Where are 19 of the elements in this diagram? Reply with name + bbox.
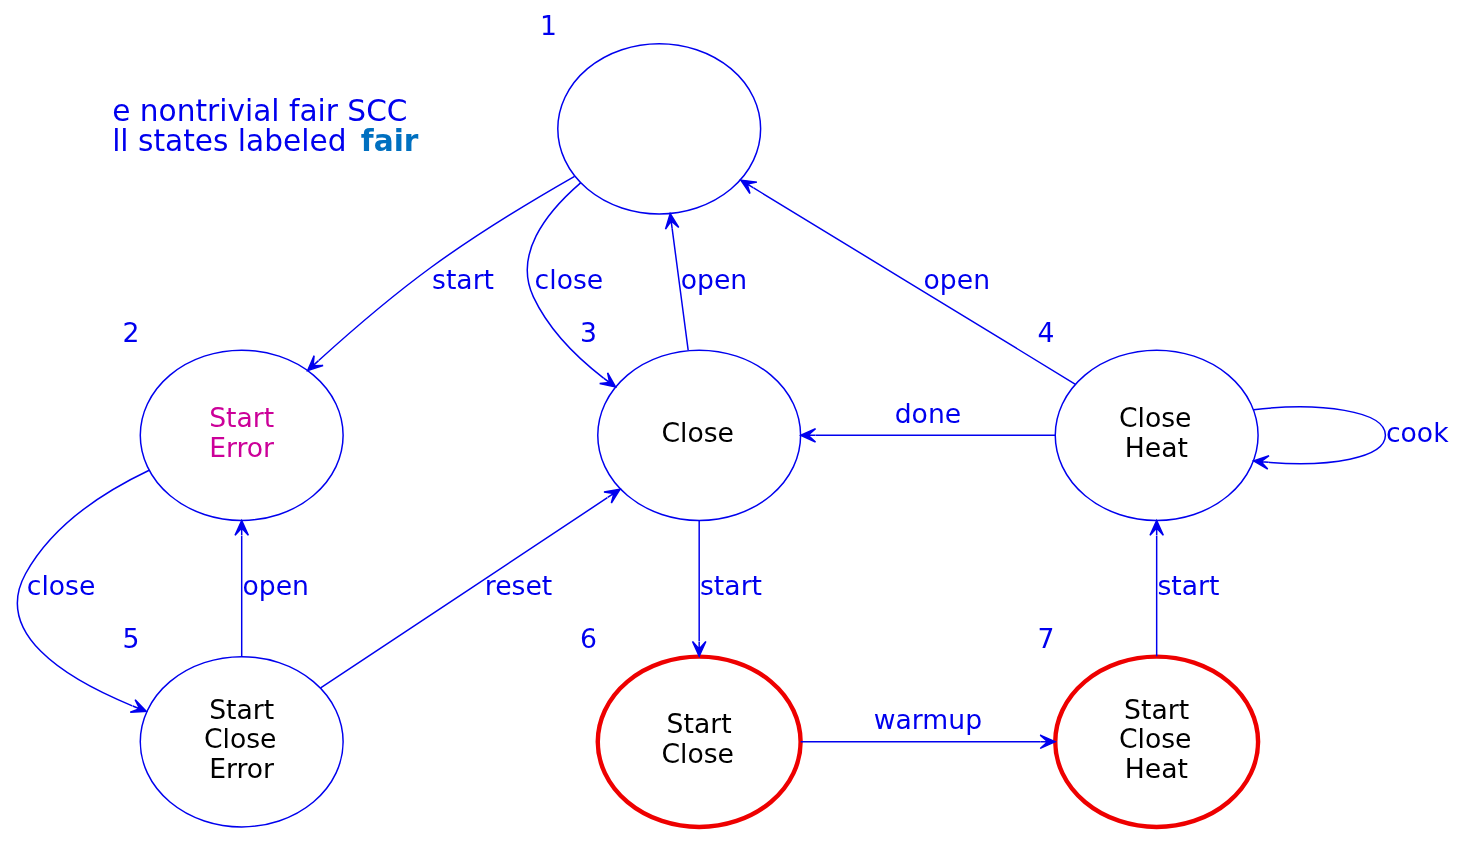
edge-label: start [700,570,763,602]
edge-label: close [534,263,604,295]
node-label: 2 [122,316,140,348]
edge-label: open [242,570,309,602]
node-label: 7 [1037,623,1055,655]
edge-label: cook [1385,416,1449,448]
edge-label: start [1157,570,1220,602]
node-label: 6 [580,623,597,655]
node-label: 3 [580,316,597,348]
edge-label: warmup [873,704,983,736]
edge-label: done [894,397,962,429]
node-label: 1 [540,10,557,42]
edge-label: close [26,570,96,602]
edge-label: reset [484,570,553,602]
edge-label: open [680,263,748,295]
node-label: 5 [122,623,140,655]
node-label: 4 [1037,316,1055,348]
edge-label: open [923,263,991,295]
edge-label: start [432,263,495,295]
